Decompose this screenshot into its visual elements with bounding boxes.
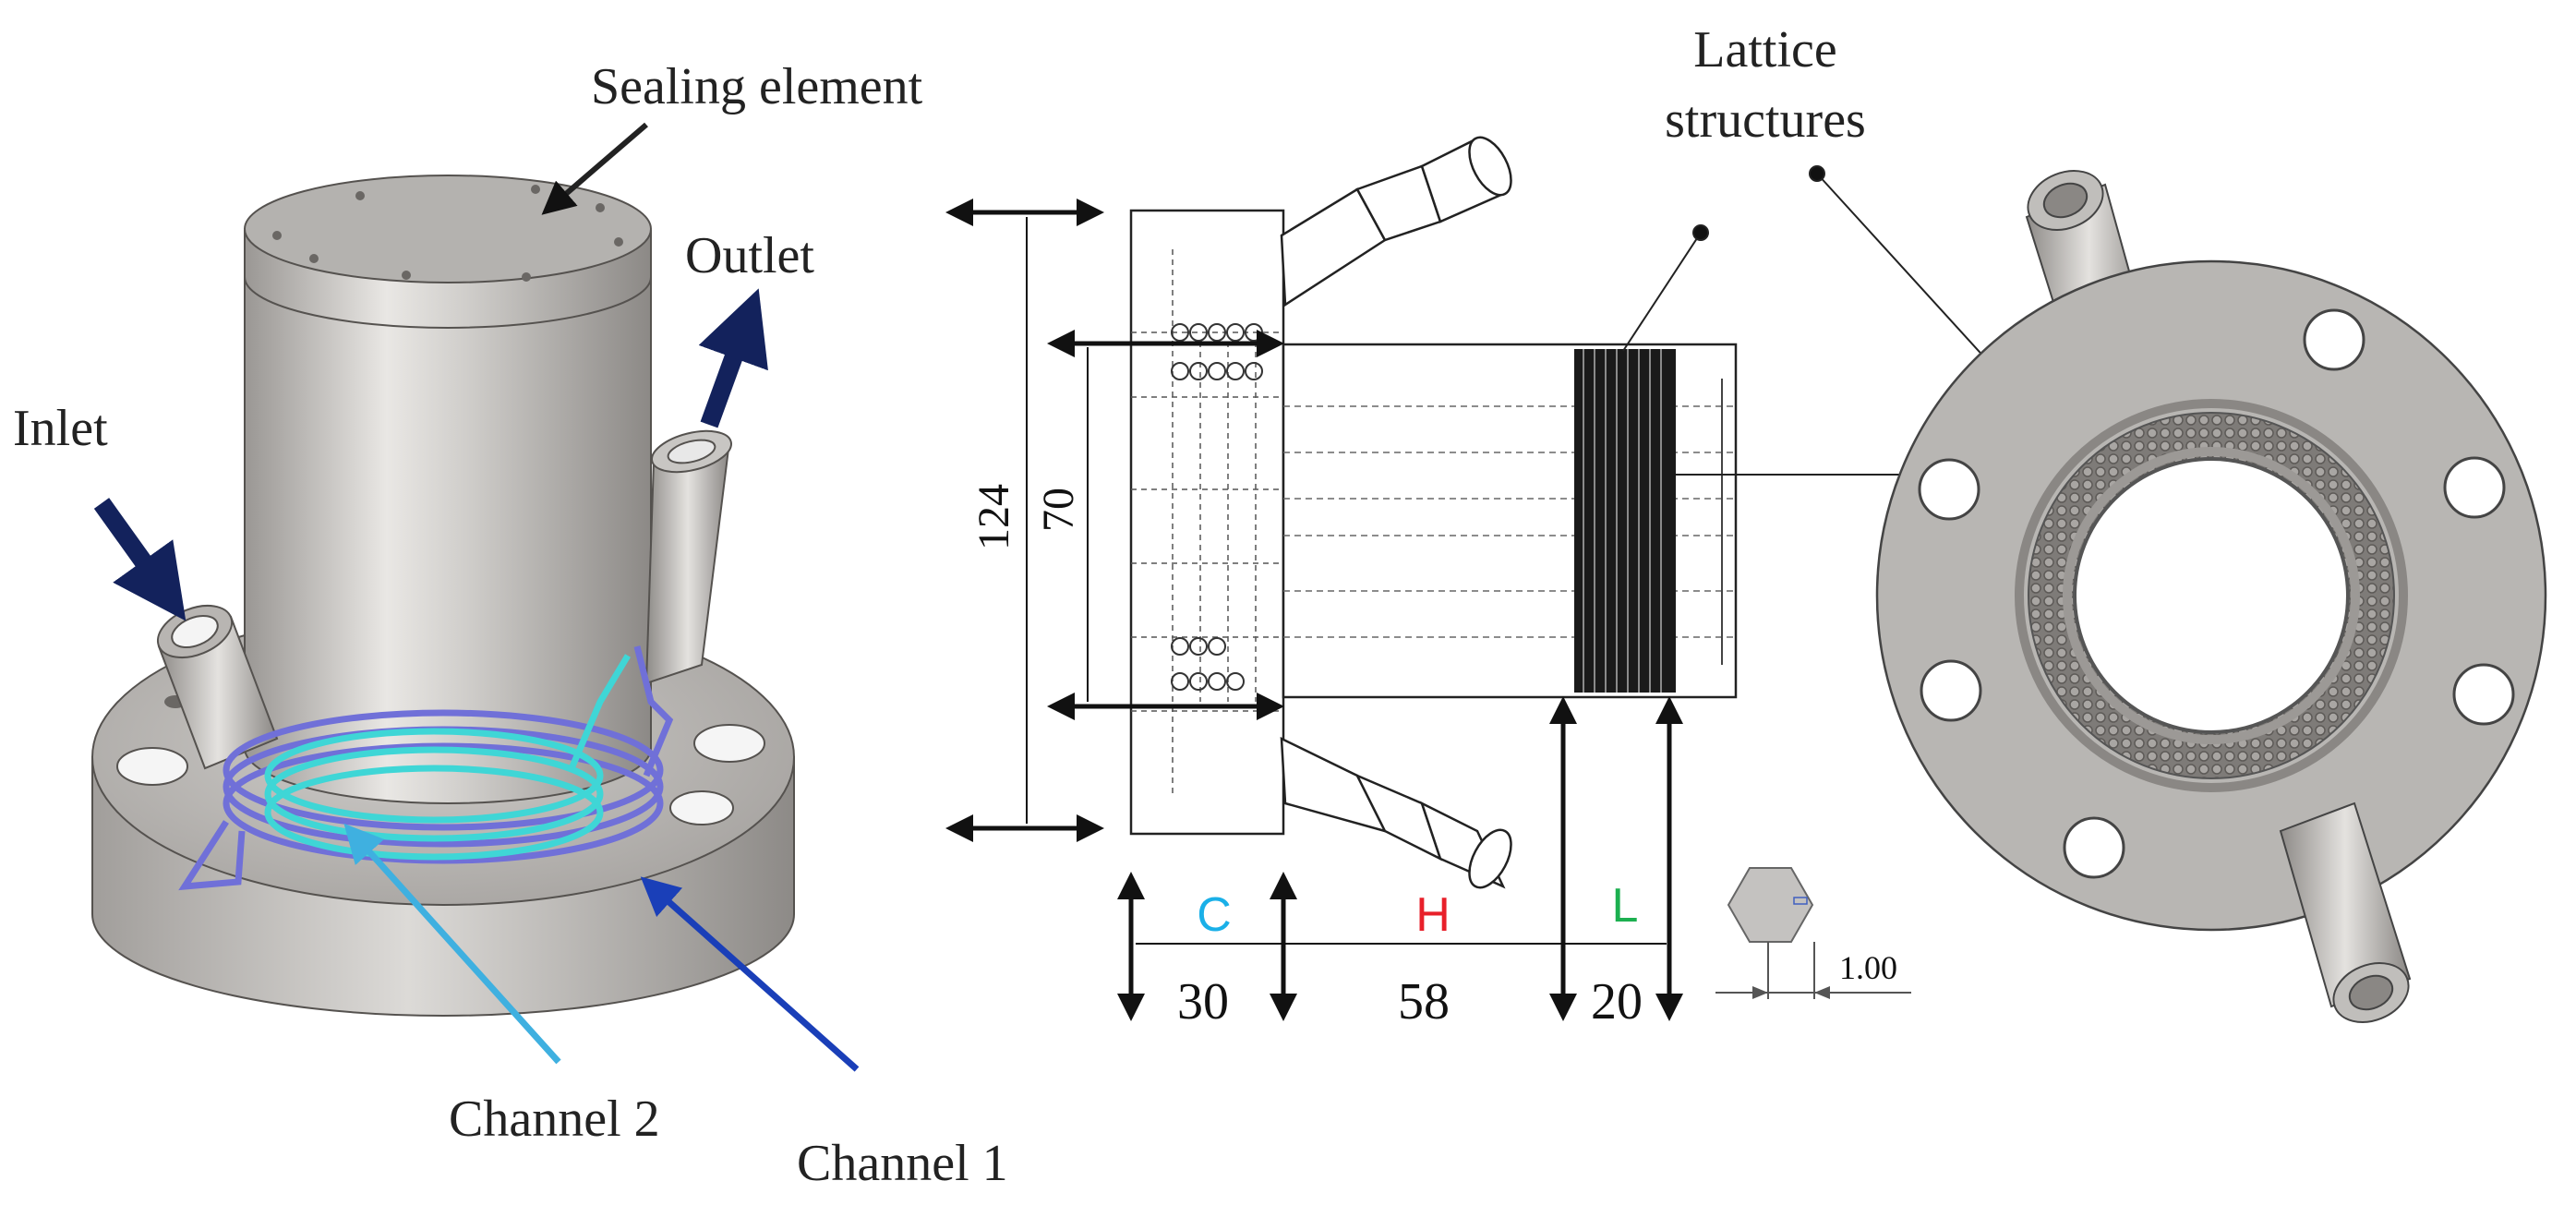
structures-label: structures (1665, 91, 1866, 149)
hex-cell-inset (1715, 867, 1911, 999)
channel-coils (178, 645, 674, 891)
dim-70-label: 70 (1034, 488, 1083, 532)
sealing-lid (244, 175, 652, 283)
end-view-bolt-hole (2063, 816, 2125, 879)
channel1-leader-arrow (640, 876, 860, 1072)
cell-size-label: 1.00 (1839, 949, 1897, 986)
end-view-bolt-hole (2452, 663, 2515, 726)
upper-nozzle (1280, 136, 1512, 307)
zone-l-label: L (1612, 879, 1639, 933)
lattice-block (1574, 349, 1676, 693)
outlet-pipe (644, 429, 732, 685)
dim-30-label: 30 (1177, 973, 1229, 1030)
end-view-bolt-hole (1918, 458, 1980, 521)
inlet-label: Inlet (13, 400, 108, 457)
dim-70 (1047, 330, 1284, 720)
zone-h-label: H (1415, 888, 1451, 942)
outlet-flow-arrow (698, 288, 768, 428)
bolt-hole (693, 724, 765, 763)
zone-c-label: C (1197, 888, 1232, 942)
zone-dimensions (1117, 696, 1683, 1021)
dim-20-label: 20 (1591, 973, 1643, 1030)
end-view (1875, 170, 2547, 1023)
channel2-label: Channel 2 (449, 1091, 660, 1148)
channel-2-coil (264, 654, 632, 861)
dim-124 (945, 199, 1104, 842)
bolt-hole (669, 790, 734, 825)
outlet-label: Outlet (685, 227, 814, 284)
end-view-bolt-hole (2443, 456, 2506, 519)
center-bore (2073, 457, 2350, 734)
dim-124-label: 124 (969, 484, 1018, 550)
main-cylinder (244, 175, 652, 804)
end-view-lower-pipe (2279, 801, 2412, 1023)
sealing-leader-arrow (541, 122, 648, 215)
channel2-leader-arrow (343, 823, 561, 1065)
side-view: 124 70 C H L 30 58 20 (945, 21, 2100, 1030)
inlet-flow-arrow (93, 498, 187, 621)
lower-nozzle (1280, 736, 1512, 889)
bolt-hole (116, 747, 188, 786)
sealing-element-label: Sealing element (591, 58, 923, 115)
dim-58-label: 58 (1398, 973, 1450, 1030)
lattice-label: Lattice (1693, 21, 1836, 78)
channel1-label: Channel 1 (797, 1135, 1008, 1192)
iso-view: Sealing element Outlet Inlet Channel 2 C… (13, 58, 1008, 1192)
end-view-bolt-hole (1920, 659, 1982, 722)
end-view-bolt-hole (2303, 308, 2365, 371)
flange-block (1129, 209, 1285, 836)
